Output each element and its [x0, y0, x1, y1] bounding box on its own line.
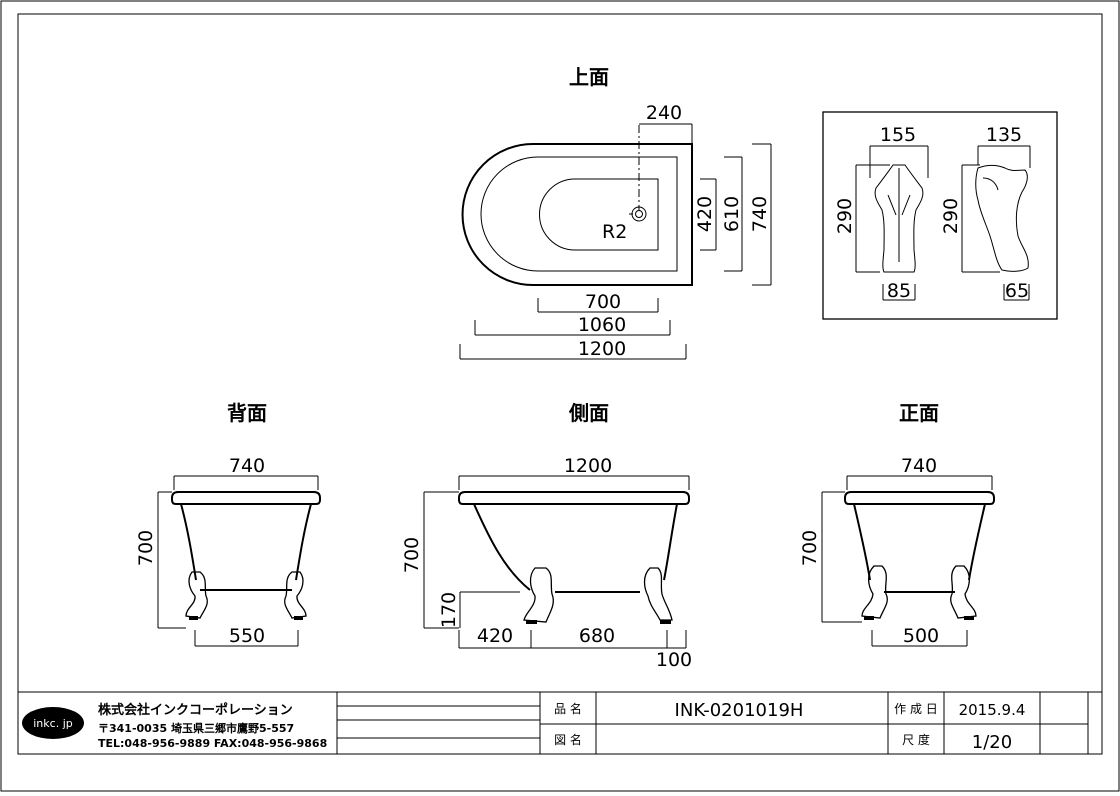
product-label: 品 名 — [554, 701, 582, 716]
inner-border — [17, 13, 1103, 755]
side-rim — [458, 491, 690, 505]
front-leg-right — [950, 565, 977, 619]
dim-outer-length: 1200 — [578, 338, 626, 360]
dim-mid-width: 610 — [721, 196, 743, 232]
title-block: inkc. jp 株式会社インクコーポレーション 〒341-0035 埼玉県三郷… — [17, 691, 1103, 755]
front-leg-left — [861, 565, 888, 619]
front-view: 正面 740 700 500 — [799, 401, 995, 647]
dim-drain-offset: 240 — [646, 102, 682, 124]
side-body-profile — [473, 503, 678, 591]
front-leg-shape — [874, 164, 924, 273]
front-leg-detail — [887, 168, 911, 262]
top-view-title: 上面 — [569, 65, 609, 89]
date-value: 2015.9.4 — [959, 701, 1026, 719]
back-leg-left — [185, 571, 208, 619]
top-view: 上面 R2 240 420 610 740 700 — [459, 65, 772, 360]
side-foot-front — [526, 620, 537, 624]
back-rim — [171, 491, 321, 505]
back-view: 背面 740 700 550 — [135, 401, 321, 647]
back-body-sides — [180, 503, 312, 581]
company-logo — [22, 707, 84, 739]
side-view-title: 側面 — [568, 401, 609, 425]
side-rear-offset: 100 — [656, 649, 692, 671]
radius-label: R2 — [602, 221, 627, 243]
scale-value: 1/20 — [972, 732, 1012, 753]
front-leg-width: 155 — [880, 124, 916, 146]
dim-inner-width: 420 — [694, 196, 716, 232]
back-width: 740 — [229, 455, 265, 477]
product-value: INK-0201019H — [675, 700, 804, 721]
side-leg-front — [523, 567, 554, 623]
front-leg-base: 85 — [887, 280, 911, 302]
drawing-name-label: 図 名 — [554, 732, 582, 747]
side-leg-height: 290 — [940, 198, 962, 234]
back-view-title: 背面 — [227, 401, 267, 425]
front-foot-left — [864, 616, 874, 620]
front-width: 740 — [901, 455, 937, 477]
front-height: 700 — [799, 530, 821, 566]
logo-text: inkc. jp — [33, 717, 72, 730]
back-leg-right — [284, 571, 307, 619]
front-leg-span: 500 — [903, 625, 939, 647]
tub-rim-outline — [461, 143, 693, 286]
front-leg-height: 290 — [834, 198, 856, 234]
front-rim — [844, 491, 995, 505]
front-view-title: 正面 — [899, 401, 939, 425]
back-height: 700 — [135, 530, 157, 566]
leg-detail-frame — [822, 111, 1058, 320]
side-leg-detail — [982, 177, 999, 191]
back-foot-left — [189, 616, 198, 620]
side-leg-width: 135 — [986, 124, 1022, 146]
side-height: 700 — [401, 537, 423, 573]
side-foot-rear — [660, 620, 671, 624]
company-address: 〒341-0035 埼玉県三郷市鷹野5-557 — [98, 721, 294, 735]
leg-detail: 155 290 85 135 290 65 — [822, 111, 1058, 320]
side-view: 側面 1200 700 170 420 680 100 — [401, 401, 692, 671]
drain-inner-circle — [635, 210, 643, 218]
back-foot-right — [294, 616, 303, 620]
back-leg-span: 550 — [229, 625, 265, 647]
side-leg-rear — [643, 567, 673, 621]
dim-mid-length: 1060 — [578, 314, 626, 336]
title-block-frame — [17, 691, 1103, 755]
side-leg-span: 680 — [579, 625, 615, 647]
side-front-offset: 420 — [477, 625, 513, 647]
side-leg-base: 65 — [1005, 280, 1029, 302]
scale-label: 尺 度 — [902, 732, 930, 747]
side-leg-shape — [975, 164, 1029, 272]
side-leg-height: 170 — [438, 592, 460, 628]
side-length: 1200 — [564, 455, 612, 477]
tub-inner-outline — [480, 156, 678, 272]
company-contact: TEL:048-956-9889 FAX:048-956-9868 — [98, 737, 327, 750]
company-name: 株式会社インクコーポレーション — [98, 702, 293, 718]
dim-outer-width: 740 — [749, 196, 771, 232]
dim-inner-length: 700 — [585, 291, 621, 313]
date-label: 作 成 日 — [894, 702, 938, 716]
front-foot-right — [964, 616, 974, 620]
tub-basin-outline — [539, 178, 659, 251]
front-body-sides — [853, 503, 986, 581]
